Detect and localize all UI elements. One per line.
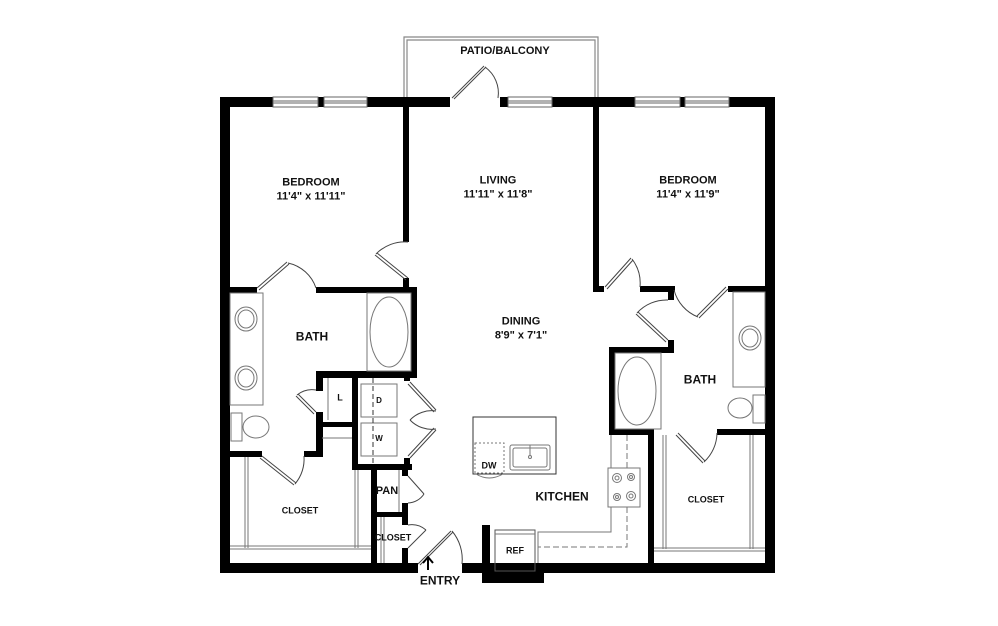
living-name: LIVING — [479, 174, 517, 187]
doors — [256, 65, 729, 566]
bedroom-right-name: BEDROOM — [659, 174, 717, 187]
refrigerator-label: REF — [506, 545, 524, 556]
bath-left-label: BATH — [295, 329, 329, 344]
dining-dimensions: 8'9" x 7'1" — [494, 329, 548, 341]
living-label: LIVING 11'11" x 11'8" — [464, 174, 533, 202]
dishwasher-label: DW — [481, 460, 497, 471]
walls — [220, 97, 775, 583]
up-arrow-icon — [422, 555, 434, 570]
dryer-label: D — [376, 396, 382, 405]
entry-label: ENTRY — [419, 573, 461, 588]
bath-right-label: BATH — [683, 372, 717, 387]
dining-name: DINING — [501, 315, 541, 328]
dining-label: DINING 8'9" x 7'1" — [495, 315, 547, 343]
patio-label: PATIO/BALCONY — [460, 45, 550, 58]
pantry-label: PAN — [375, 485, 399, 498]
washer-label: W — [375, 434, 383, 443]
bedroom-left-dimensions: 11'4" x 11'11" — [276, 190, 346, 202]
windows — [272, 96, 730, 108]
bedroom-right-label: BEDROOM 11'4" x 11'9" — [656, 174, 719, 202]
bedroom-left-label: BEDROOM 11'4" x 11'11" — [277, 176, 346, 204]
fixtures — [229, 291, 766, 572]
closet-right-label: CLOSET — [687, 494, 725, 505]
closet-left-label: CLOSET — [281, 505, 319, 516]
bedroom-left-name: BEDROOM — [282, 176, 340, 189]
closet-entry-label: CLOSET — [374, 532, 412, 543]
linen-label: L — [337, 392, 343, 403]
patio-outline — [403, 36, 599, 98]
bedroom-right-dimensions: 11'4" x 11'9" — [656, 188, 720, 200]
kitchen-label: KITCHEN — [535, 489, 589, 504]
living-dimensions: 11'11" x 11'8" — [463, 188, 533, 200]
